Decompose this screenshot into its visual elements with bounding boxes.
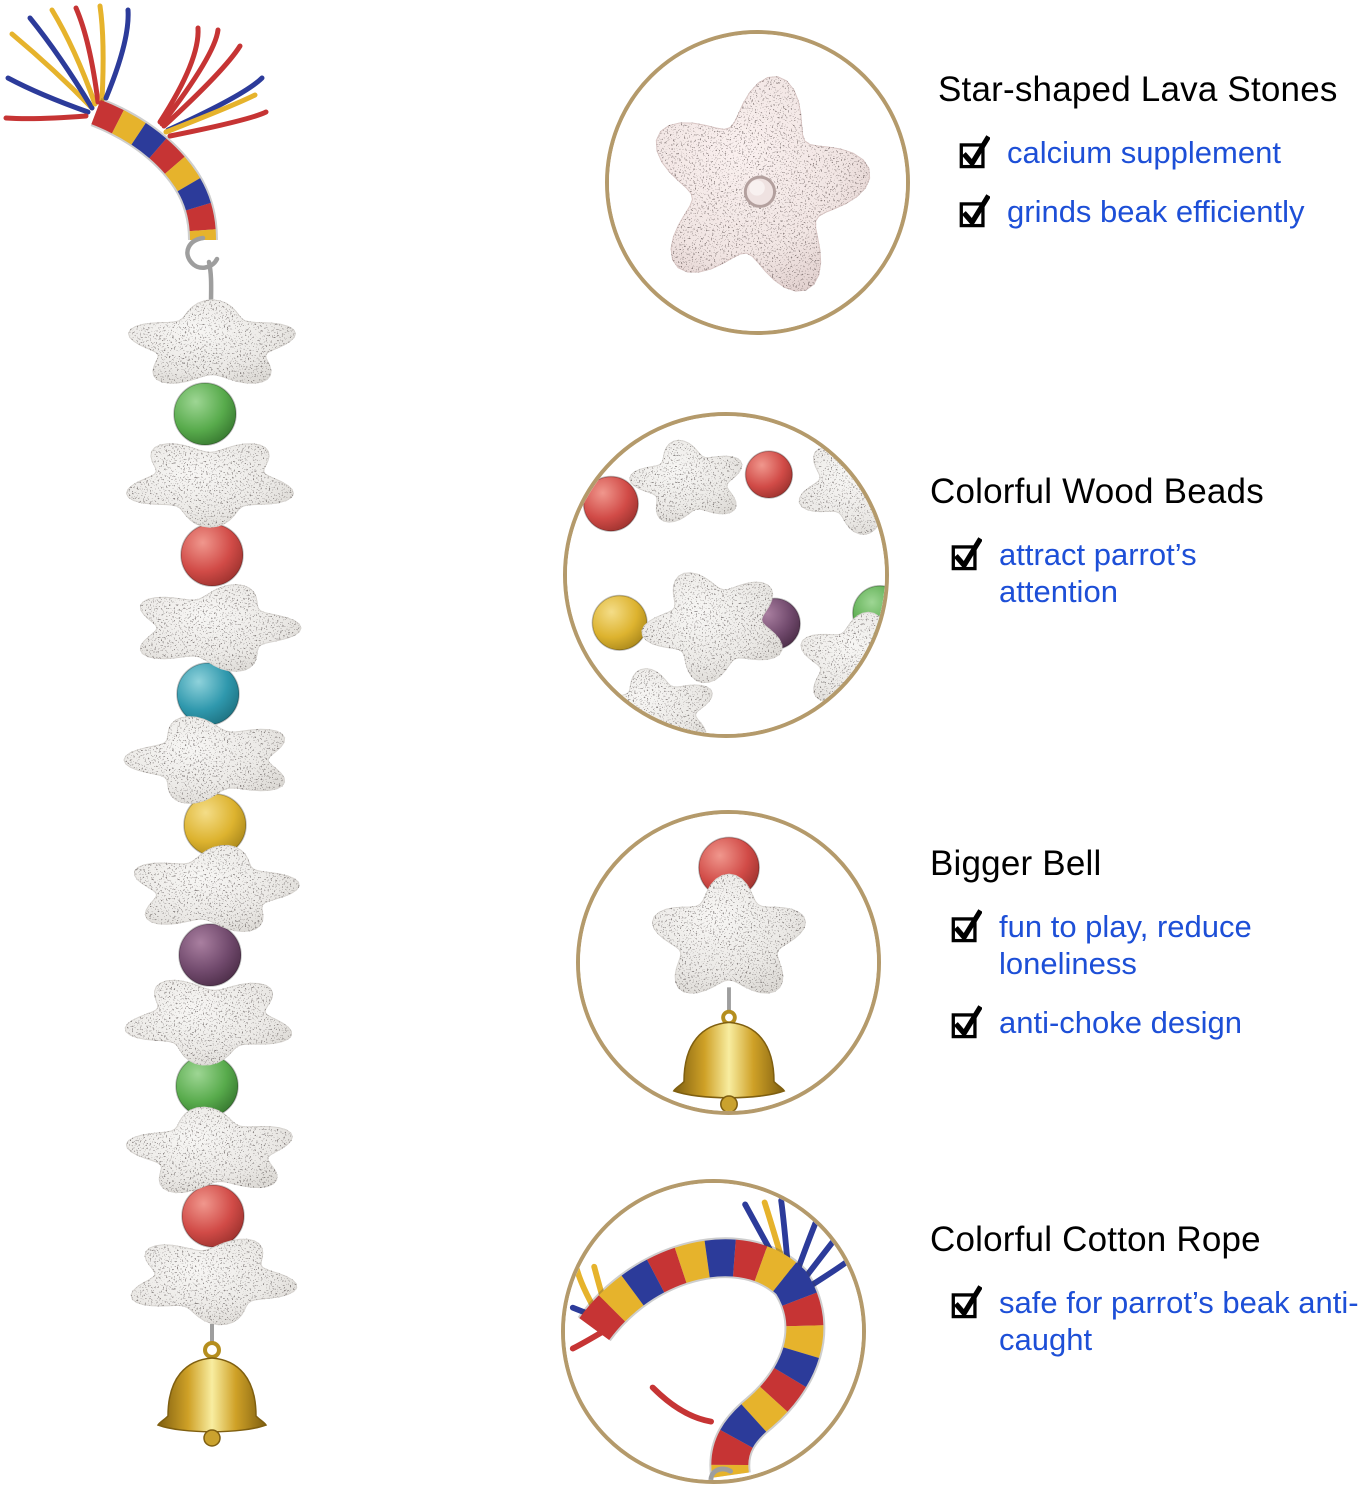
lava-stone xyxy=(125,1106,293,1194)
checkbox-icon xyxy=(950,537,982,571)
lava-stones xyxy=(123,299,302,1326)
lava-stone xyxy=(641,572,783,684)
lava-stone xyxy=(629,439,743,523)
feature-bullet: anti-choke design xyxy=(950,1004,1360,1041)
feature-bullet: safe for parrot’s beak anti-caught xyxy=(950,1284,1368,1358)
lava-stone xyxy=(127,299,297,384)
feature-bullet: calcium supplement xyxy=(958,134,1368,171)
wood-bead-red xyxy=(744,450,794,499)
wood-bead-red xyxy=(181,1184,245,1248)
feature-bullet: attract parrot’s attention xyxy=(950,536,1360,610)
feature-text: calcium supplement xyxy=(1007,135,1281,170)
wood-bead-yellow xyxy=(591,594,648,651)
callout-title-lava-stones: Star-shaped Lava Stones xyxy=(938,70,1338,109)
lava-stone xyxy=(139,584,302,672)
checkbox-icon xyxy=(958,194,990,228)
feature-bullet: fun to play, reduce loneliness xyxy=(950,908,1360,982)
toy-product-photo xyxy=(3,3,302,1447)
lava-stone xyxy=(133,844,300,933)
callout-cotton-rope: Colorful Cotton Rope safe for parrot’s b… xyxy=(930,1220,1368,1358)
callout-bigger-bell: Bigger Bell fun to play, reduce loneline… xyxy=(930,844,1360,1042)
feature-text: grinds beak efficiently xyxy=(1007,194,1305,230)
feature-text: safe for parrot’s beak anti-caught xyxy=(999,1285,1359,1358)
checkbox-icon xyxy=(950,909,982,943)
cotton-rope xyxy=(569,1197,857,1479)
lava-stone xyxy=(651,873,807,994)
feature-text: anti-choke design xyxy=(999,1005,1242,1041)
bell-clapper xyxy=(203,1429,221,1447)
wood-bead-purple xyxy=(178,923,242,987)
detail-circle-bell xyxy=(576,810,881,1115)
wood-bead-green xyxy=(173,382,237,446)
lava-stone xyxy=(123,716,286,804)
checkbox-icon xyxy=(950,1285,982,1319)
wood-bead-red xyxy=(582,475,639,532)
feature-bullet: grinds beak efficiently xyxy=(958,193,1368,230)
lava-stone xyxy=(124,979,293,1066)
detail-circle-cotton-rope xyxy=(561,1179,866,1484)
bell-clapper xyxy=(720,1095,738,1111)
metal-hook xyxy=(185,235,220,307)
callout-wood-beads: Colorful Wood Beads attract parrot’s att… xyxy=(930,472,1360,610)
callout-title-wood-beads: Colorful Wood Beads xyxy=(930,472,1264,511)
detail-circle-lava-stone xyxy=(605,30,910,335)
rope-closeup xyxy=(565,1183,862,1480)
cotton-rope xyxy=(3,3,269,241)
lava-stone xyxy=(130,1238,298,1326)
wood-beads xyxy=(173,382,247,1248)
callout-lava-stones: Star-shaped Lava Stones calcium suppleme… xyxy=(938,70,1368,230)
wood-bead-teal xyxy=(176,662,240,726)
bell xyxy=(672,1021,786,1111)
bell-closeup xyxy=(580,814,877,1111)
lava-stone xyxy=(125,443,295,528)
callout-title-bigger-bell: Bigger Bell xyxy=(930,844,1102,883)
lava-stone-closeup xyxy=(609,34,906,331)
feature-text: fun to play, reduce loneliness xyxy=(999,909,1252,982)
beads-closeup xyxy=(567,416,885,734)
feature-text: attract parrot’s attention xyxy=(999,537,1197,610)
checkbox-icon xyxy=(958,135,990,169)
callout-title-cotton-rope: Colorful Cotton Rope xyxy=(930,1220,1261,1259)
checkbox-icon xyxy=(950,1005,982,1039)
wood-bead-red xyxy=(180,523,244,587)
detail-circle-wood-beads xyxy=(563,412,889,738)
metal-hook xyxy=(708,1466,733,1480)
bell xyxy=(156,1324,268,1447)
